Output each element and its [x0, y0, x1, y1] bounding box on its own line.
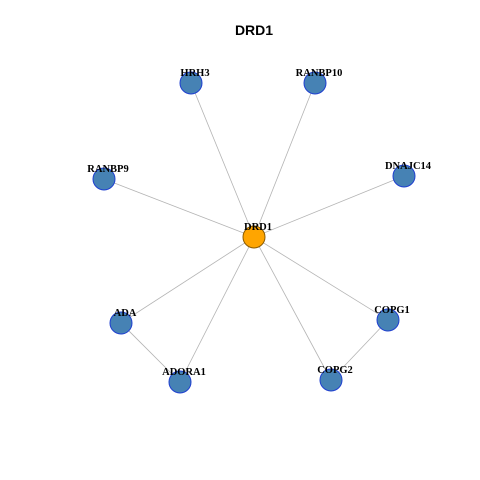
node-label-copg1: COPG1	[374, 305, 410, 316]
edge-ada-adora1	[120, 322, 181, 383]
node-hrh3	[179, 71, 203, 95]
node-adora1	[168, 370, 192, 394]
edge-drd1-ada	[120, 236, 255, 324]
node-layer	[92, 71, 416, 394]
node-label-hrh3: HRH3	[180, 68, 209, 79]
edge-drd1-copg2	[253, 236, 332, 381]
edge-drd1-ranbp10	[253, 82, 316, 238]
node-ranbp9	[92, 167, 116, 191]
node-label-drd1: DRD1	[244, 222, 272, 233]
node-ranbp10	[303, 71, 327, 95]
node-drd1	[242, 225, 266, 249]
node-copg1	[376, 308, 400, 332]
node-ada	[109, 311, 133, 335]
edge-drd1-dnajc14	[253, 175, 405, 238]
edge-drd1-ranbp9	[103, 178, 255, 238]
edge-copg1-copg2	[330, 319, 389, 381]
node-label-adora1: ADORA1	[162, 367, 206, 378]
node-copg2	[319, 368, 343, 392]
node-dnajc14	[392, 164, 416, 188]
node-label-dnajc14: DNAJC14	[385, 161, 432, 172]
node-label-ranbp10: RANBP10	[296, 68, 343, 79]
edge-drd1-adora1	[179, 236, 255, 383]
graph-title: DRD1	[235, 22, 273, 38]
node-label-ada: ADA	[114, 308, 137, 319]
node-label-copg2: COPG2	[317, 365, 353, 376]
edge-drd1-hrh3	[190, 82, 255, 238]
edge-layer	[103, 82, 405, 383]
edge-drd1-copg1	[253, 236, 389, 321]
node-label-ranbp9: RANBP9	[87, 164, 128, 175]
